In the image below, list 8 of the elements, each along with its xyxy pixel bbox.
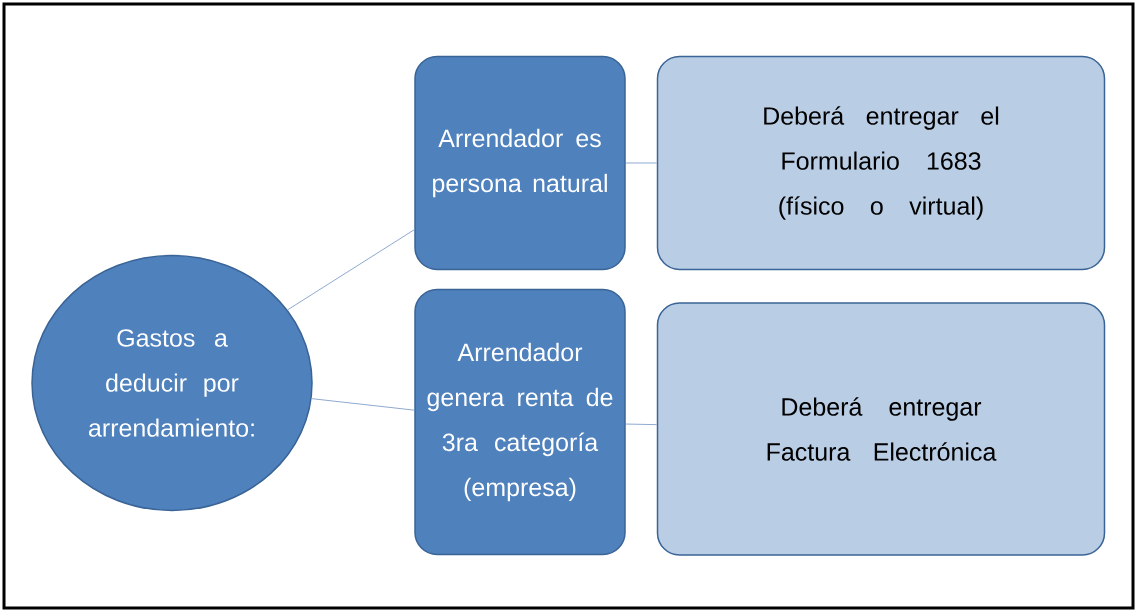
requirement-box: Deberá entregar el Formulario 1683 (físico o virtual) [656,55,1106,271]
connector-line [625,423,658,426]
connector-line [625,162,658,164]
requirement-box: Deberá entregar Factura Electrónica [656,302,1106,556]
connector-line [287,229,415,311]
condition-box: Arrendador es persona natural [414,55,626,271]
connector-line [311,398,415,411]
condition-box: Arrendador genera renta de 3ra categoría (empresa) [414,288,626,556]
